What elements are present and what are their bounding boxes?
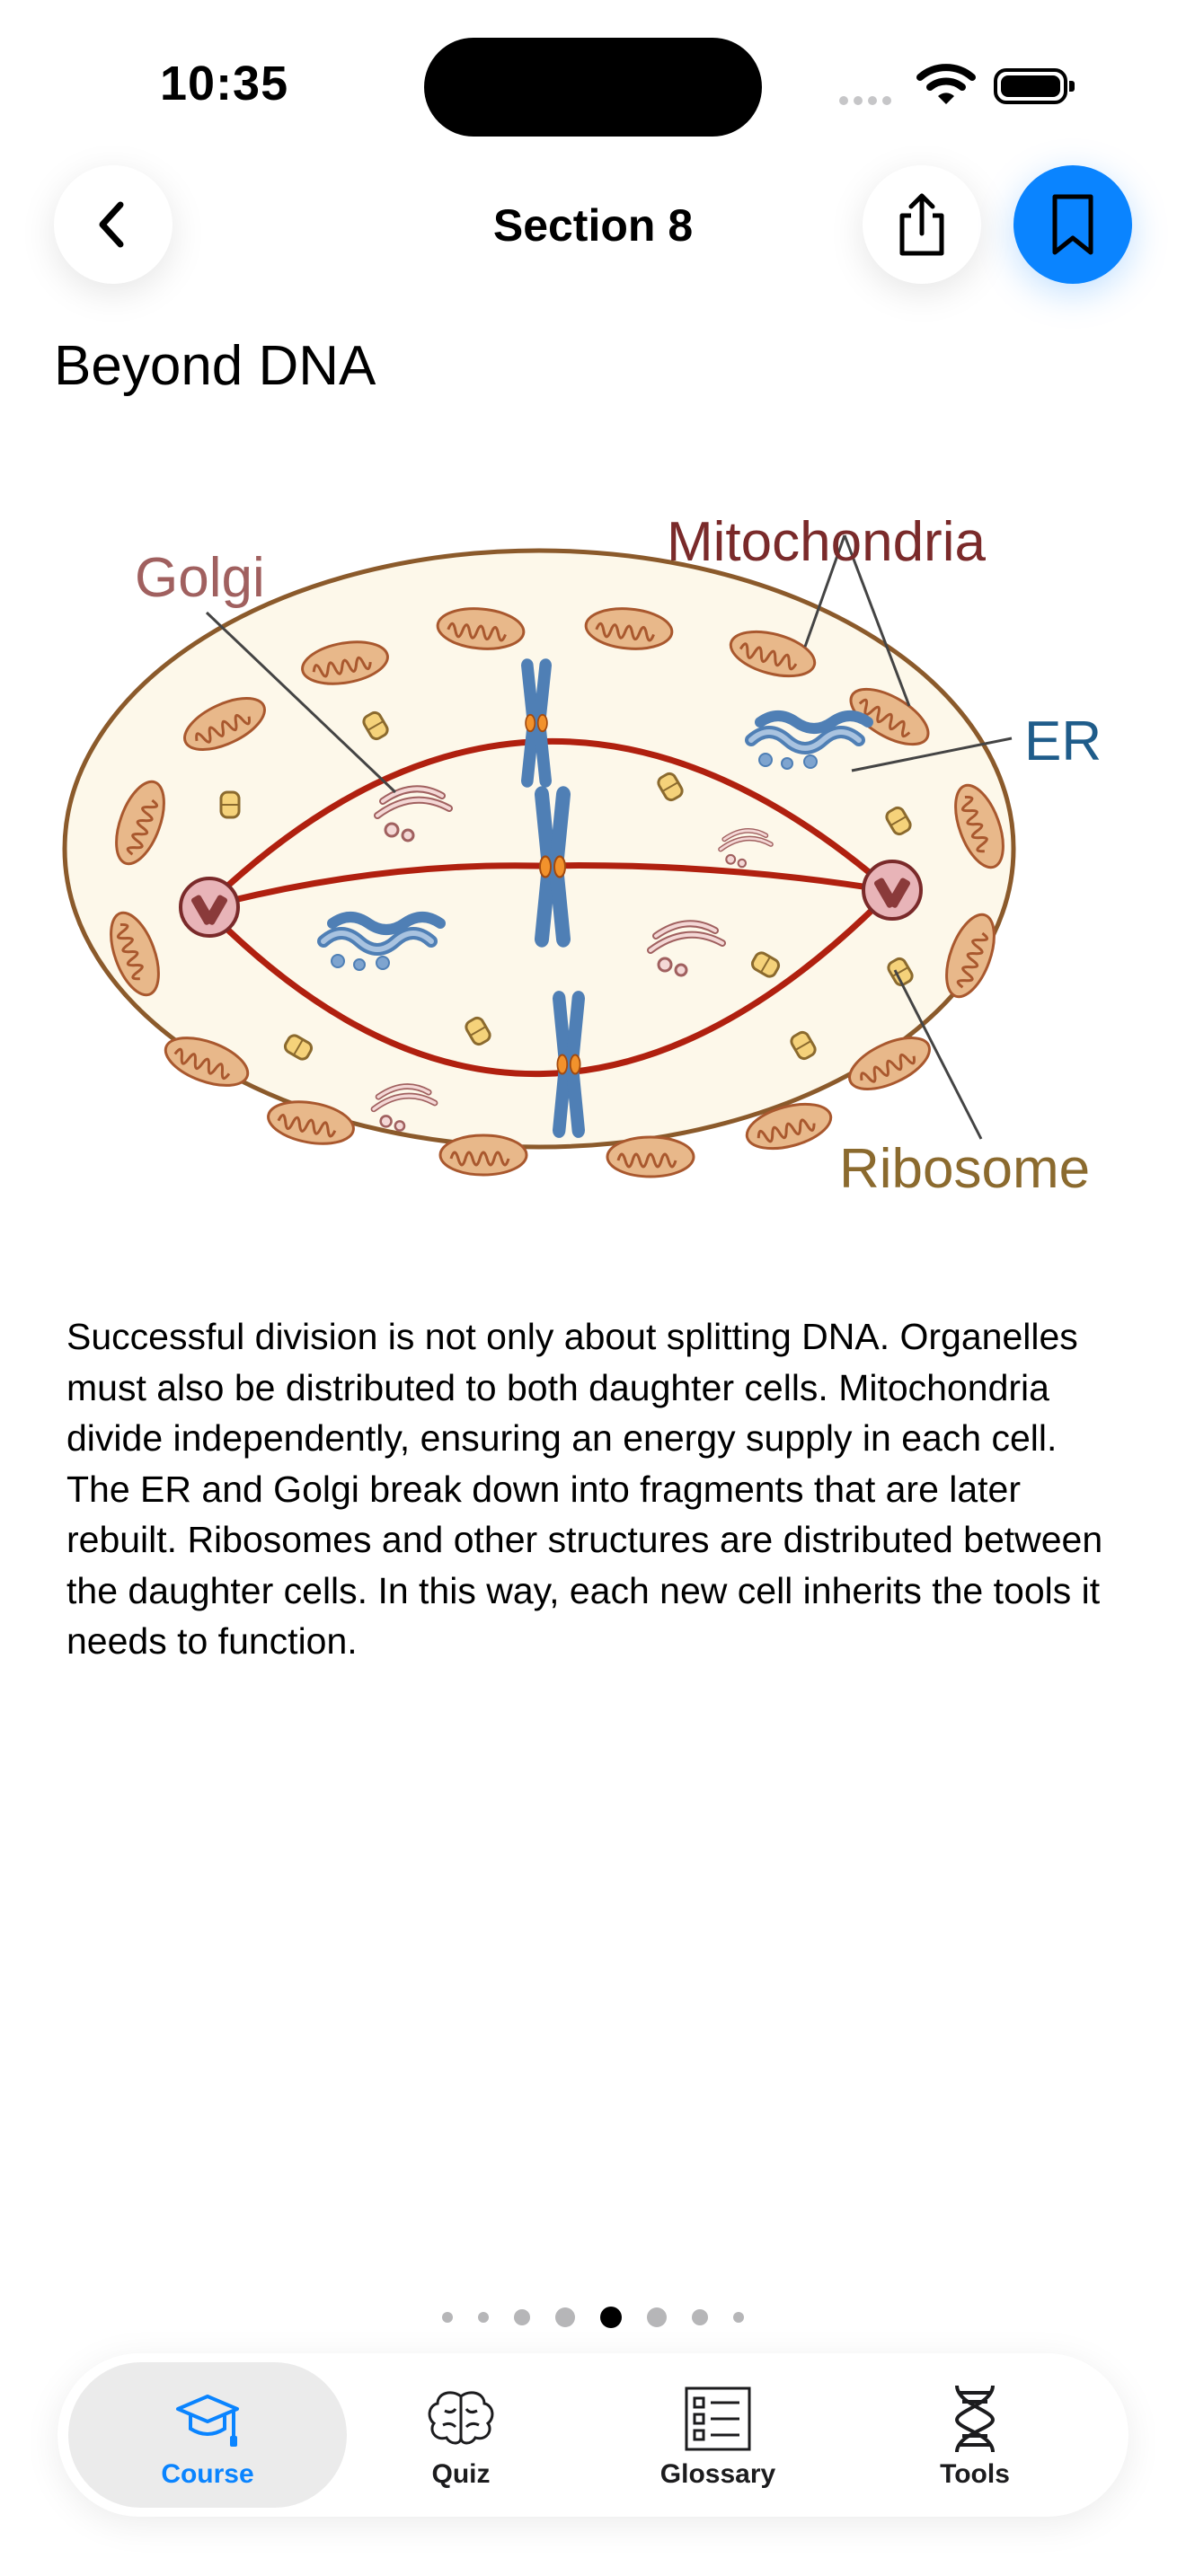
nav-title: Section 8 — [492, 200, 694, 251]
list-icon — [685, 2386, 751, 2451]
brain-icon — [428, 2391, 494, 2445]
page-dot[interactable] — [442, 2312, 453, 2323]
label-er: ER — [1024, 710, 1102, 772]
label-golgi: Golgi — [135, 547, 265, 609]
tab-quiz-label: Quiz — [431, 2459, 491, 2489]
cellular-signal-icon — [839, 93, 897, 110]
graduation-cap-icon — [176, 2395, 239, 2447]
battery-icon — [994, 68, 1075, 104]
tab-tools[interactable]: Tools — [836, 2362, 1114, 2508]
page-title: Beyond DNA — [54, 335, 376, 397]
page-dot[interactable] — [478, 2312, 489, 2323]
chevron-left-icon — [99, 201, 124, 248]
page-dot[interactable] — [555, 2307, 575, 2327]
back-button[interactable] — [54, 165, 173, 284]
page-dot[interactable] — [647, 2307, 667, 2327]
status-time: 10:35 — [160, 57, 289, 110]
page-dot[interactable] — [692, 2309, 708, 2325]
page-dot[interactable] — [514, 2309, 530, 2325]
label-mitochondria: Mitochondria — [667, 511, 986, 573]
tab-bar: Course Quiz Glossary — [58, 2353, 1128, 2517]
page-dot[interactable] — [733, 2312, 744, 2323]
bookmark-button[interactable] — [1013, 165, 1132, 284]
share-button[interactable] — [863, 165, 981, 284]
tab-glossary[interactable]: Glossary — [579, 2362, 857, 2508]
tab-tools-label: Tools — [940, 2459, 1010, 2489]
label-ribosome: Ribosome — [839, 1138, 1090, 1200]
dynamic-island — [424, 38, 762, 137]
page-indicator[interactable] — [0, 2299, 1186, 2335]
cell-division-diagram: Golgi Mitochondria ER Ribosome — [62, 511, 1102, 1200]
tab-course-label: Course — [161, 2459, 254, 2489]
tab-quiz[interactable]: Quiz — [322, 2362, 600, 2508]
tab-course[interactable]: Course — [68, 2362, 347, 2508]
share-icon — [899, 193, 944, 256]
lesson-body-text: Successful division is not only about sp… — [66, 1316, 1103, 1662]
bookmark-icon — [1052, 194, 1093, 255]
page-dot[interactable] — [600, 2307, 622, 2328]
tab-glossary-label: Glossary — [659, 2459, 776, 2489]
dna-icon — [954, 2385, 996, 2453]
wifi-icon — [916, 63, 976, 110]
